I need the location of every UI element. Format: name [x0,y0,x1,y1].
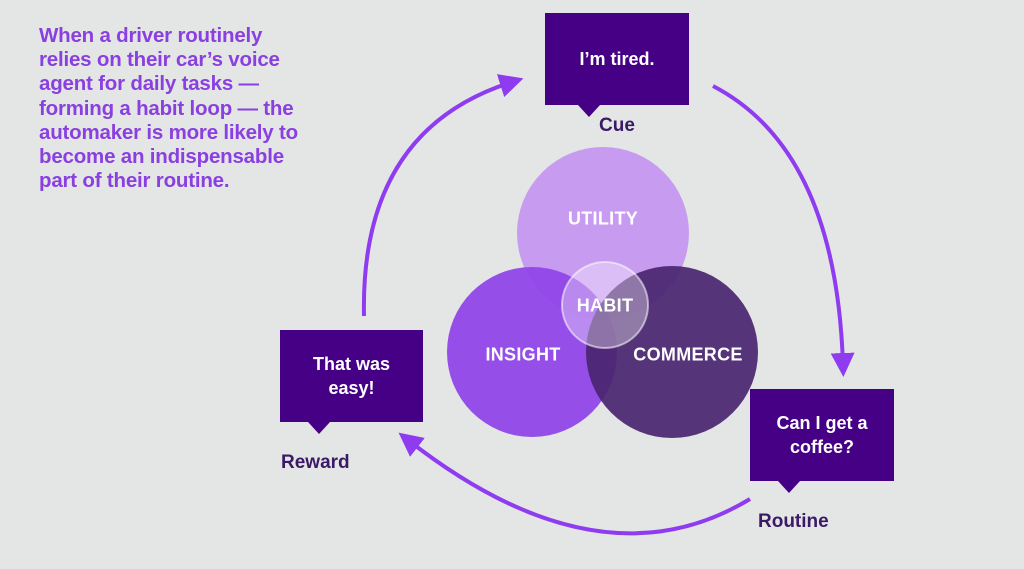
insight-label: INSIGHT [485,344,561,365]
intro-line: automaker is more likely to [39,120,298,144]
reward-quote: That was easy! [312,354,391,398]
insight-circle [447,267,617,437]
intro-line: agent for daily tasks — [39,72,259,96]
intro-text: When a driver routinely relies on their … [39,24,359,193]
routine-speech-bubble: Can I get a coffee? [750,389,894,493]
intro-line: part of their routine. [39,169,230,193]
intro-line: become an indispensable [39,145,284,169]
arrow-cue-to-routine [712,84,855,377]
habit-circle [561,261,649,349]
arrow-routine-to-reward [398,432,752,536]
reward-label: Reward [281,452,350,473]
habit-label: HABIT [576,295,634,316]
cue-speech-bubble: I’m tired. [545,13,689,117]
commerce-circle [586,266,758,438]
routine-label: Routine [758,511,829,532]
intro-line: relies on their car’s voice [39,48,280,72]
routine-quote: Can I get a coffee? [776,413,868,457]
commerce-label: COMMERCE [633,344,743,365]
intro-line: When a driver routinely [39,24,263,47]
utility-label: UTILITY [567,208,639,229]
arrow-reward-to-cue [361,74,524,317]
reward-speech-bubble: That was easy! [280,330,423,434]
cue-label: Cue [599,115,635,136]
intro-line: forming a habit loop — the [39,96,294,120]
cue-quote: I’m tired. [579,49,655,69]
